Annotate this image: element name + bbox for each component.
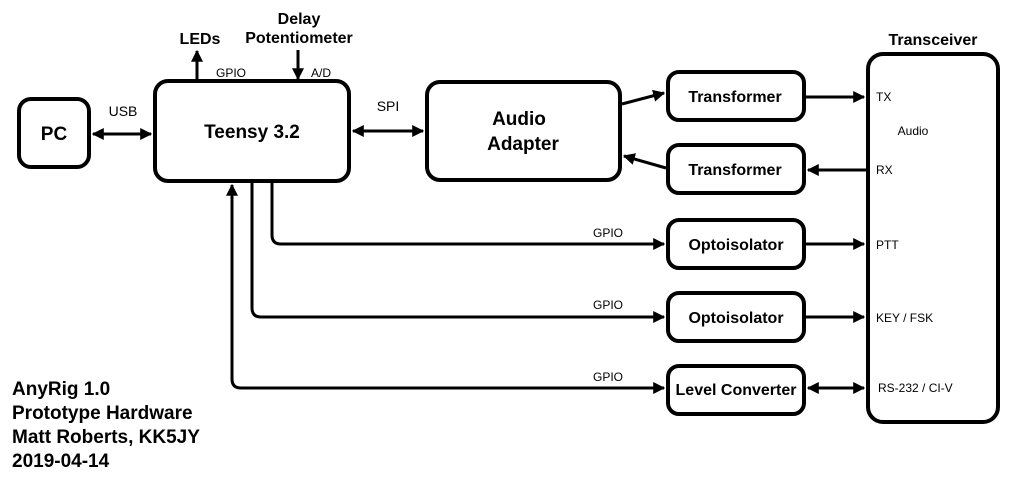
caption-line-3: Matt Roberts, KK5JY	[12, 427, 200, 448]
gpio-level-label: GPIO	[593, 370, 623, 384]
audio-adapter-label-line2: Adapter	[487, 134, 559, 155]
transceiver-audio-label: Audio	[898, 124, 929, 138]
gpio-level-wire	[226, 183, 666, 394]
optoisolator-ptt-block	[666, 218, 806, 270]
caption-line-1: AnyRig 1.0	[12, 379, 110, 400]
delay-pot-label-line1: Delay	[278, 11, 321, 28]
teensy-block	[153, 79, 351, 183]
pc-block	[17, 97, 91, 169]
transceiver-block	[866, 52, 1000, 424]
optoisolator-key-label: Optoisolator	[688, 310, 783, 327]
transformer-rx-label: Transformer	[688, 162, 781, 179]
transformer-rx-block	[666, 143, 806, 195]
port-tx-label: TX	[876, 90, 891, 104]
port-key-label: KEY / FSK	[876, 311, 933, 325]
optoisolator-ptt-label: Optoisolator	[688, 237, 783, 254]
optoisolator-key-block	[666, 291, 806, 343]
level-converter-block	[666, 364, 806, 416]
ad-label: A/D	[311, 66, 331, 80]
level-converter-label: Level Converter	[676, 382, 797, 399]
port-rs232-label: RS-232 / CI-V	[878, 381, 953, 395]
gpio-ptt-label: GPIO	[593, 226, 623, 240]
delay-pot-label-line2: Potentiometer	[245, 30, 353, 47]
gpio-key-label: GPIO	[593, 298, 623, 312]
caption-line-2: Prototype Hardware	[12, 403, 193, 424]
teensy-label: Teensy 3.2	[204, 122, 300, 143]
transformer-tx-label: Transformer	[688, 89, 781, 106]
caption-line-4: 2019-04-14	[12, 451, 110, 472]
gpio-leds-label: GPIO	[216, 66, 246, 80]
port-ptt-label: PTT	[876, 238, 899, 252]
gpio-key-wire	[250, 183, 666, 323]
spi-label: SPI	[377, 98, 400, 114]
transformer-rx-to-audio	[622, 153, 667, 170]
port-rx-label: RX	[876, 163, 893, 177]
audio-adapter-block	[425, 80, 622, 182]
leds-label: LEDs	[180, 31, 221, 48]
audio-adapter-label-line1: Audio	[492, 109, 546, 130]
usb-label: USB	[109, 103, 138, 119]
transformer-tx-block	[666, 70, 806, 122]
pc-label: PC	[41, 124, 68, 145]
audio-to-transformer-tx	[621, 89, 666, 106]
transceiver-title: Transceiver	[889, 32, 978, 49]
